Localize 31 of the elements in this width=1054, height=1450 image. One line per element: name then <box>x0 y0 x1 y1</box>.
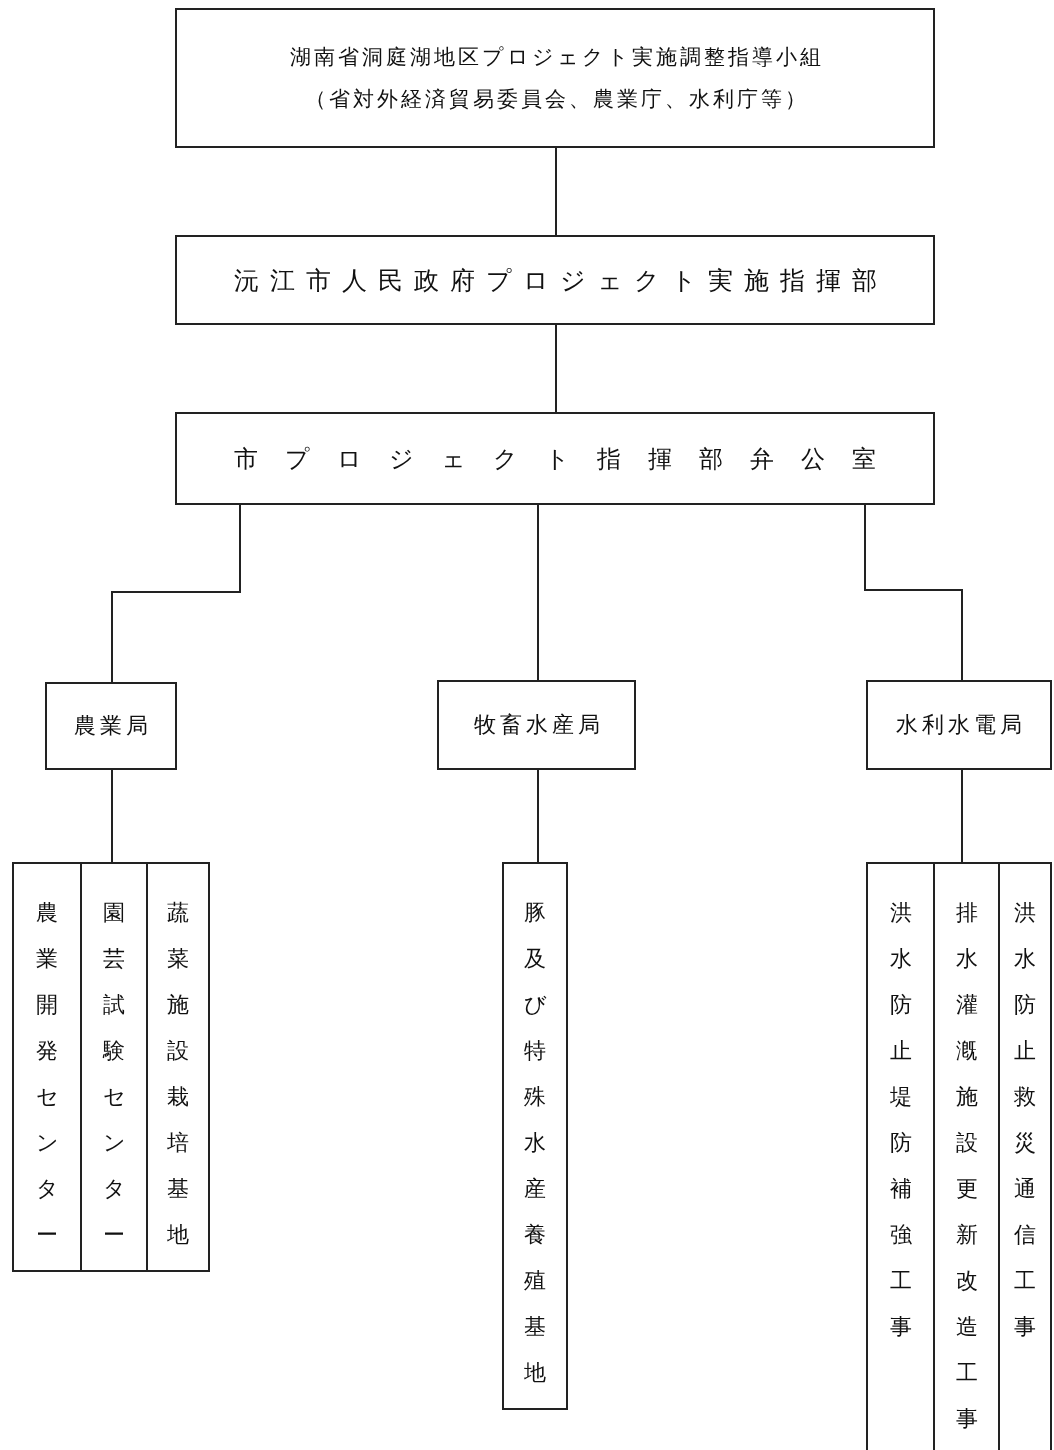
connector-line <box>111 504 241 683</box>
organization-name: 農業開発センター <box>36 899 58 1249</box>
organization-name: 排水灌漑施設更新改造工事 <box>955 899 978 1433</box>
organization-name: 市プロジェクト指揮部弁公室 <box>234 443 903 475</box>
organization-box <box>175 235 935 325</box>
unit-column-box <box>502 862 568 1410</box>
organization-box <box>175 412 935 505</box>
connector-line <box>537 504 539 681</box>
divided-box <box>12 862 210 1272</box>
connector-line <box>555 147 557 236</box>
organization-name: 洪水防止救災通信工事 <box>1014 899 1036 1341</box>
organization-name: 蔬菜施設栽培基地 <box>167 899 189 1249</box>
organization-name: 水利水電局 <box>896 711 1026 739</box>
connector-line <box>961 769 963 863</box>
connector-line <box>864 504 963 681</box>
organization-name: 湖南省洞庭湖地区プロジェクト実施調整指導小組 <box>289 44 824 71</box>
divided-box <box>866 862 1052 1450</box>
organization-name: 沅江市人民政府プロジェクト実施指揮部 <box>233 264 888 297</box>
connector-line <box>555 324 557 413</box>
organization-name: 洪水防止堤防補強工事 <box>889 899 912 1341</box>
organization-box <box>175 8 935 148</box>
organization-name: 牧畜水産局 <box>473 711 604 739</box>
connector-line <box>537 769 539 863</box>
member-list: （省対外経済貿易委員会、農業庁、水利庁等） <box>304 85 809 113</box>
organization-box <box>45 682 177 770</box>
organization-name: 園芸試験センター <box>103 899 125 1249</box>
organization-box <box>437 680 636 770</box>
connector-line <box>111 769 113 863</box>
organization-name: 豚及び特殊水産養殖基地 <box>524 899 546 1387</box>
organization-name: 農業局 <box>74 712 152 740</box>
organization-box <box>866 680 1052 770</box>
